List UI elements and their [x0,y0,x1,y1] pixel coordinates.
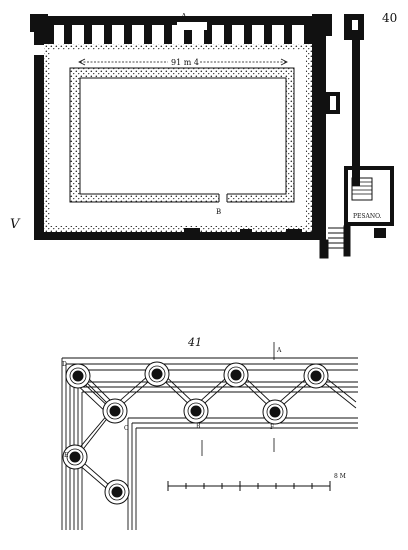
detail-scale-label: 8 M [334,473,346,480]
plan-figure-number: 40 [382,11,397,25]
inner-gravel-strip [44,44,312,232]
figure-40-plan: 40 A 91 m 4 B V PESANO. [10,11,397,259]
column-d [65,363,91,389]
column-top-1 [144,361,170,387]
se-entrance [344,166,394,238]
detail-letter-e: E [64,452,68,459]
top-column-bases [49,37,310,44]
bottom-wall-piers [184,228,302,240]
column-mid-left [102,398,128,424]
column-top-2 [223,362,249,388]
inner-court-outline [69,67,295,203]
detail-letter-d: D [62,361,67,368]
detail-figure-number: 41 [187,336,202,349]
court-gap-bottom [219,192,227,204]
nw-corner-mass [30,14,48,32]
section-markers [201,342,275,456]
detail-letter-a: A [276,347,282,354]
column-top-3 [303,363,329,389]
column-e [62,444,88,470]
plan-letter-a: A [180,12,187,21]
figure-41-detail: 41 D A C B F E 8 M [61,336,358,530]
plan-entrance-label: PESANO. [353,213,382,220]
east-annex [320,36,360,256]
column-f [262,399,288,425]
dimension-line [78,58,288,66]
plan-letter-b: B [216,208,221,216]
scale-bar [167,481,331,491]
detail-letter-f: F [270,424,274,431]
detail-letter-c: C [124,425,129,432]
inner-court-frame [70,68,294,202]
column-b [183,398,209,424]
plan-letter-v: V [10,217,21,232]
column-bottom-left [104,479,130,505]
west-door-gap [33,45,45,55]
column-bases [62,361,329,505]
plan-dimension-label: 91 m 4 [171,58,199,67]
entrance-steps [319,225,351,259]
detail-letter-b: B [196,423,201,430]
ne-tower [312,14,364,40]
